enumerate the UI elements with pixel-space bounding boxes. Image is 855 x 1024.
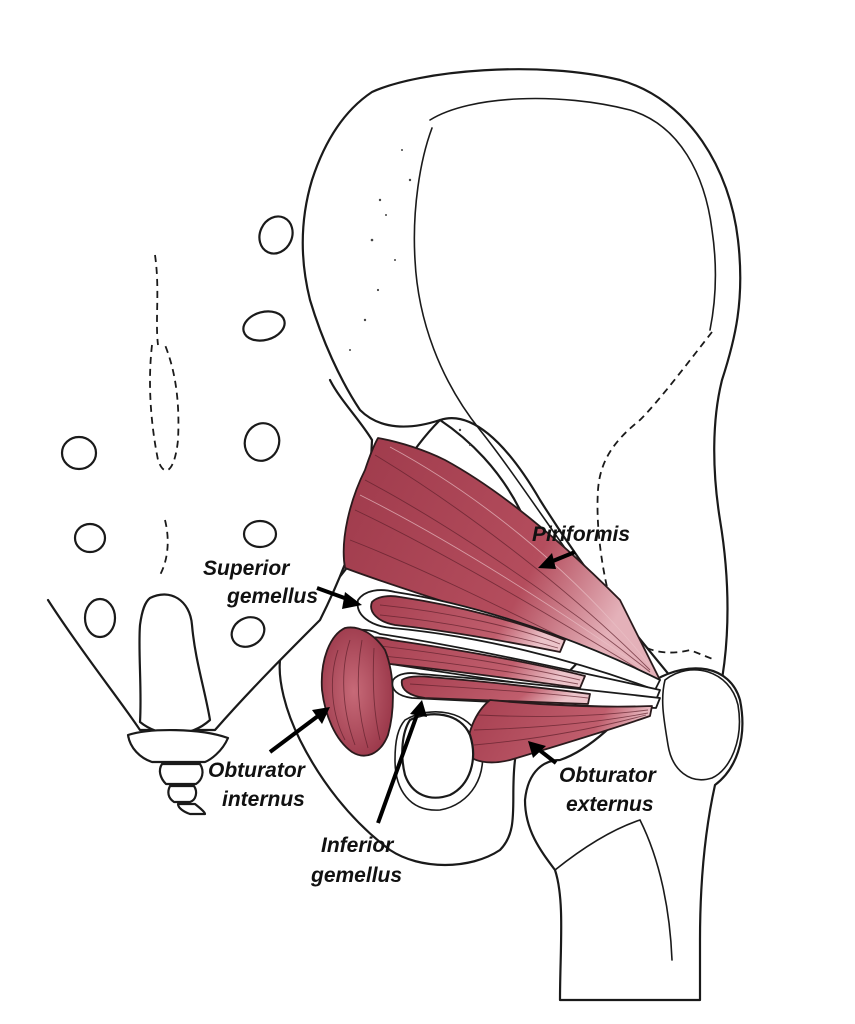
sacral-foramen-6 xyxy=(60,435,98,471)
label-superior-gemellus-line2: gemellus xyxy=(226,585,318,608)
greater-trochanter xyxy=(661,669,741,781)
label-obturator-externus-line1: Obturator xyxy=(559,764,658,787)
obturator-externus-arrow xyxy=(536,747,558,765)
obturator-internus-muscle xyxy=(320,626,394,757)
coccyx-segment-2 xyxy=(158,762,204,786)
labels: Piriformis Superior gemellus Obturator i… xyxy=(203,523,658,887)
coccyx-tip xyxy=(176,802,207,816)
intertrochanteric-line xyxy=(554,819,673,961)
sacral-foramen-4 xyxy=(242,519,278,549)
sacral-foramen-5 xyxy=(230,616,266,648)
inferior-gemellus-muscle xyxy=(391,672,661,709)
label-superior-gemellus-line1: Superior xyxy=(203,557,291,580)
label-inferior-gemellus-line1: Inferior xyxy=(321,834,395,857)
sacrum xyxy=(46,215,374,816)
sacral-foramen-8 xyxy=(83,597,117,639)
label-obturator-internus-line1: Obturator xyxy=(208,759,307,782)
label-inferior-gemellus-line2: gemellus xyxy=(310,864,402,887)
iliac-crest-edge xyxy=(413,127,641,651)
obturator-internus-belly xyxy=(320,626,394,757)
label-obturator-internus-line2: internus xyxy=(222,788,305,811)
median-sacral-crest xyxy=(149,254,180,576)
femur xyxy=(523,667,744,1002)
superior-gemellus-muscle xyxy=(356,589,661,691)
iliac-crest-inner xyxy=(429,97,717,331)
sacral-foramen-1 xyxy=(258,215,294,255)
obturator-internus-arrow xyxy=(268,714,320,754)
coccyx-segment-3 xyxy=(167,784,198,804)
label-obturator-externus-line2: externus xyxy=(566,793,654,816)
coccyx-segment-1 xyxy=(126,728,230,764)
obturator-foramen xyxy=(394,711,484,811)
sacrum-outline xyxy=(46,378,374,732)
sacral-foramen-7 xyxy=(73,522,107,554)
label-piriformis: Piriformis xyxy=(532,523,630,546)
sacral-foramen-3 xyxy=(243,422,281,462)
sacral-foramen-2 xyxy=(242,310,286,342)
inferior-gemellus-arrow xyxy=(376,711,420,824)
label-arrows xyxy=(268,550,576,824)
femur-shaft xyxy=(523,667,744,1002)
